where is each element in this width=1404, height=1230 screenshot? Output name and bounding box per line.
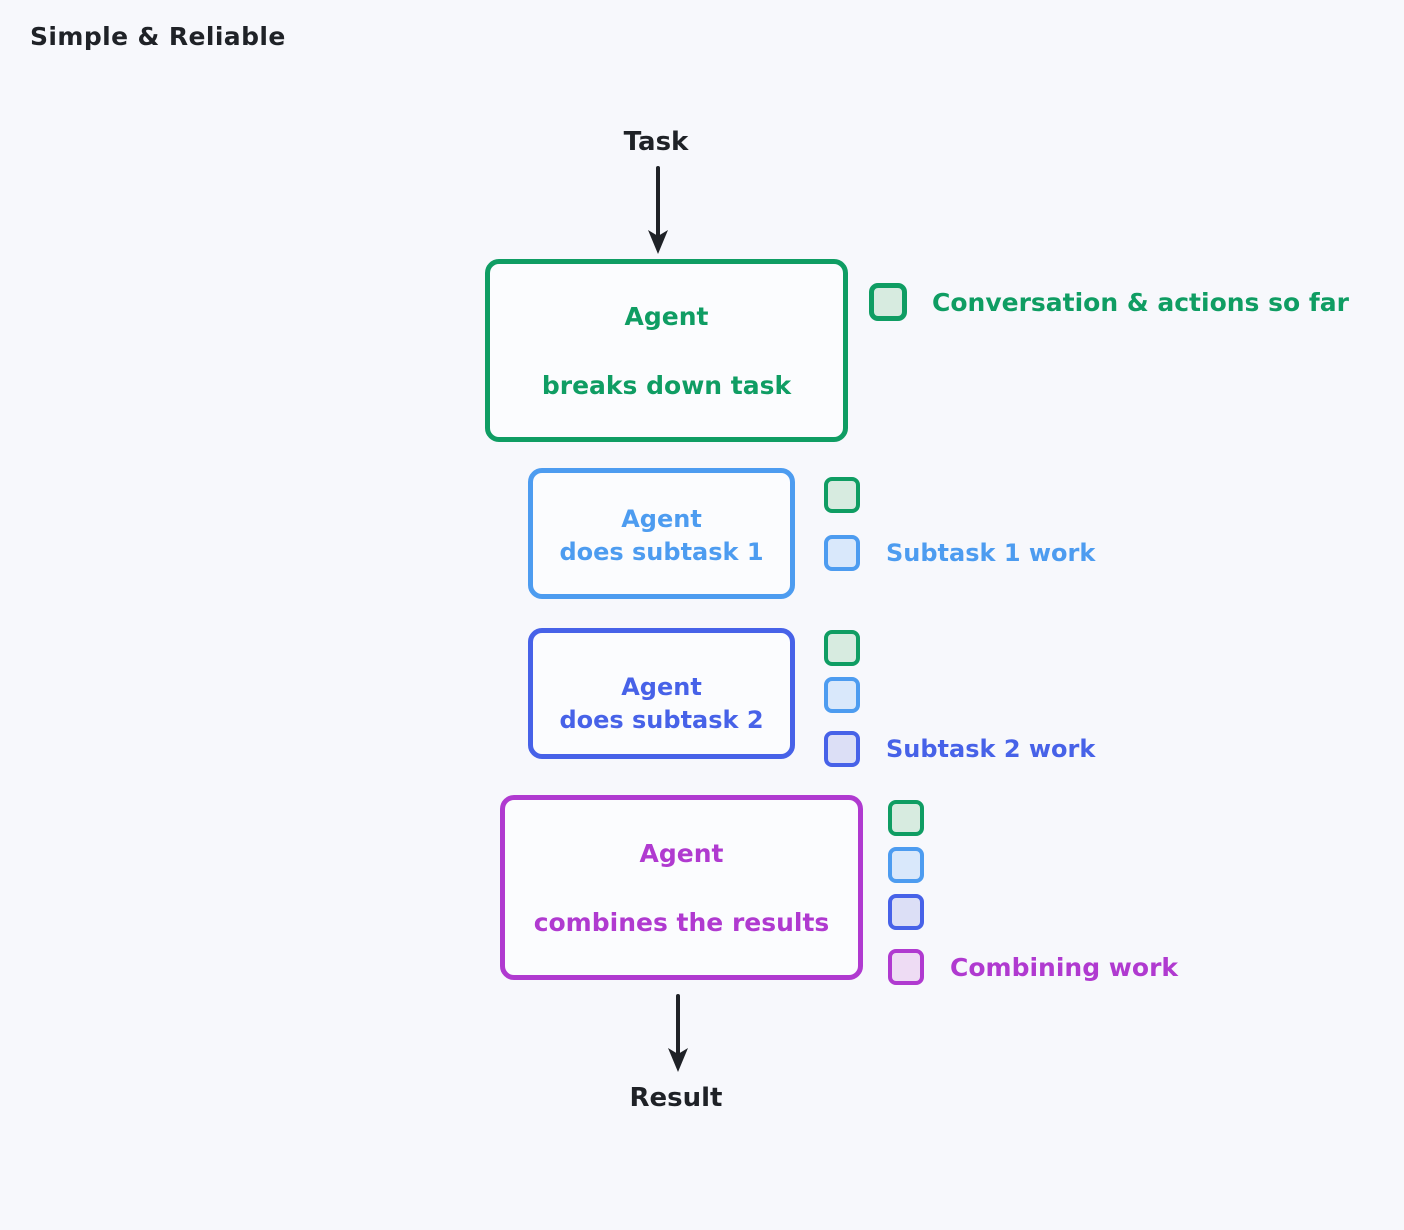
agent-node-combine-line2: combines the results bbox=[533, 907, 830, 937]
legend-row: Conversation & actions so far bbox=[869, 283, 1349, 321]
agent-node-combine[interactable]: Agent combines the results bbox=[500, 795, 863, 980]
legend-row bbox=[888, 894, 1178, 930]
agent-node-subtask1-line1: Agent bbox=[621, 505, 702, 533]
agent-node-subtask1[interactable]: Agent does subtask 1 bbox=[528, 468, 795, 599]
legend-label-subtask1-work: Subtask 1 work bbox=[886, 539, 1096, 567]
agent-node-subtask2-line2: does subtask 2 bbox=[559, 706, 764, 734]
agent-node-subtask2[interactable]: Agent does subtask 2 bbox=[528, 628, 795, 759]
agent-node-breakdown-line1: Agent bbox=[624, 301, 709, 331]
agent-node-breakdown-line2: breaks down task bbox=[541, 370, 792, 400]
legend-group-subtask2: Subtask 2 work bbox=[824, 630, 1095, 767]
arrow-down-top-icon bbox=[648, 166, 668, 254]
legend-row bbox=[888, 800, 1178, 836]
flow-end-label: Result bbox=[629, 1083, 723, 1113]
swatch-royal-blue-icon bbox=[888, 894, 924, 930]
legend-row bbox=[824, 630, 1095, 666]
legend-row: Subtask 2 work bbox=[824, 731, 1095, 767]
swatch-light-blue-icon bbox=[888, 847, 924, 883]
flow-start-label: Task bbox=[623, 127, 689, 157]
swatch-green-icon bbox=[824, 630, 860, 666]
swatch-light-blue-icon bbox=[824, 535, 860, 571]
swatch-royal-blue-icon bbox=[824, 731, 860, 767]
legend-row bbox=[888, 847, 1178, 883]
swatch-green-icon bbox=[869, 283, 907, 321]
swatch-purple-icon bbox=[888, 949, 924, 985]
legend-group-subtask1: Subtask 1 work bbox=[824, 477, 1095, 571]
legend-label-subtask2-work: Subtask 2 work bbox=[886, 735, 1096, 763]
agent-node-subtask2-line1: Agent bbox=[621, 673, 702, 701]
arrow-down-bottom-icon bbox=[668, 994, 688, 1072]
legend-label-conversation: Conversation & actions so far bbox=[932, 287, 1349, 317]
legend-group-combine: Combining work bbox=[888, 800, 1178, 985]
swatch-light-blue-icon bbox=[824, 677, 860, 713]
swatch-green-icon bbox=[888, 800, 924, 836]
agent-node-combine-line1: Agent bbox=[639, 838, 724, 868]
legend-row bbox=[824, 477, 1095, 513]
agent-node-subtask1-line2: does subtask 1 bbox=[559, 538, 764, 566]
agent-node-breakdown[interactable]: Agent breaks down task bbox=[485, 259, 848, 442]
swatch-green-icon bbox=[824, 477, 860, 513]
legend-group-breakdown: Conversation & actions so far bbox=[869, 283, 1349, 321]
legend-row bbox=[824, 677, 1095, 713]
legend-label-combining-work: Combining work bbox=[950, 952, 1179, 982]
page-title: Simple & Reliable bbox=[30, 22, 286, 51]
legend-row: Combining work bbox=[888, 949, 1178, 985]
legend-row: Subtask 1 work bbox=[824, 535, 1095, 571]
